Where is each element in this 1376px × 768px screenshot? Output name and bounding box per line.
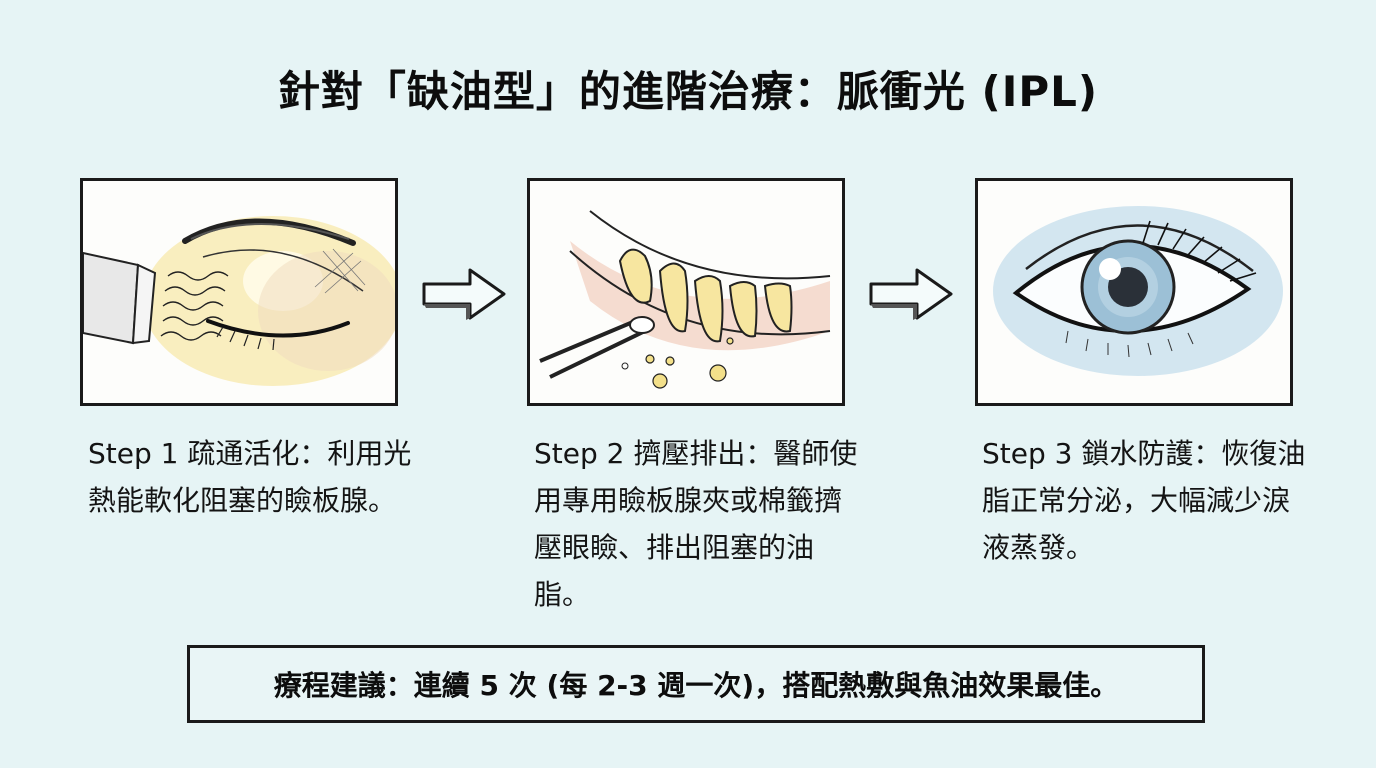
page-title: 針對「缺油型」的進階治療：脈衝光 (IPL) <box>277 67 1099 116</box>
step-2-description: Step 2 擠壓排出：醫師使用專用瞼板腺夾或棉籤擠壓眼瞼、排出阻塞的油脂。 <box>534 437 858 611</box>
step-2-illustration <box>527 178 845 406</box>
step-3-description: Step 3 鎖水防護：恢復油脂正常分泌，大幅減少淚液蒸發。 <box>982 437 1306 564</box>
right-arrow-icon <box>869 268 953 320</box>
treatment-recommendation-text: 療程建議：連續 5 次 (每 2-3 週一次)，搭配熱敷與魚油效果最佳。 <box>273 669 1119 702</box>
step-3-illustration <box>975 178 1293 406</box>
step-1-description: Step 1 疏通活化：利用光熱能軟化阻塞的瞼板腺。 <box>88 437 412 517</box>
gland-expression-icon <box>539 210 831 389</box>
healthy-eye-icon <box>993 206 1283 376</box>
closed-eye-ipl-icon <box>83 216 395 386</box>
step-1-illustration <box>80 178 398 406</box>
treatment-recommendation-box: 療程建議：連續 5 次 (每 2-3 週一次)，搭配熱敷與魚油效果最佳。 <box>187 645 1205 723</box>
right-arrow-icon <box>422 268 506 320</box>
